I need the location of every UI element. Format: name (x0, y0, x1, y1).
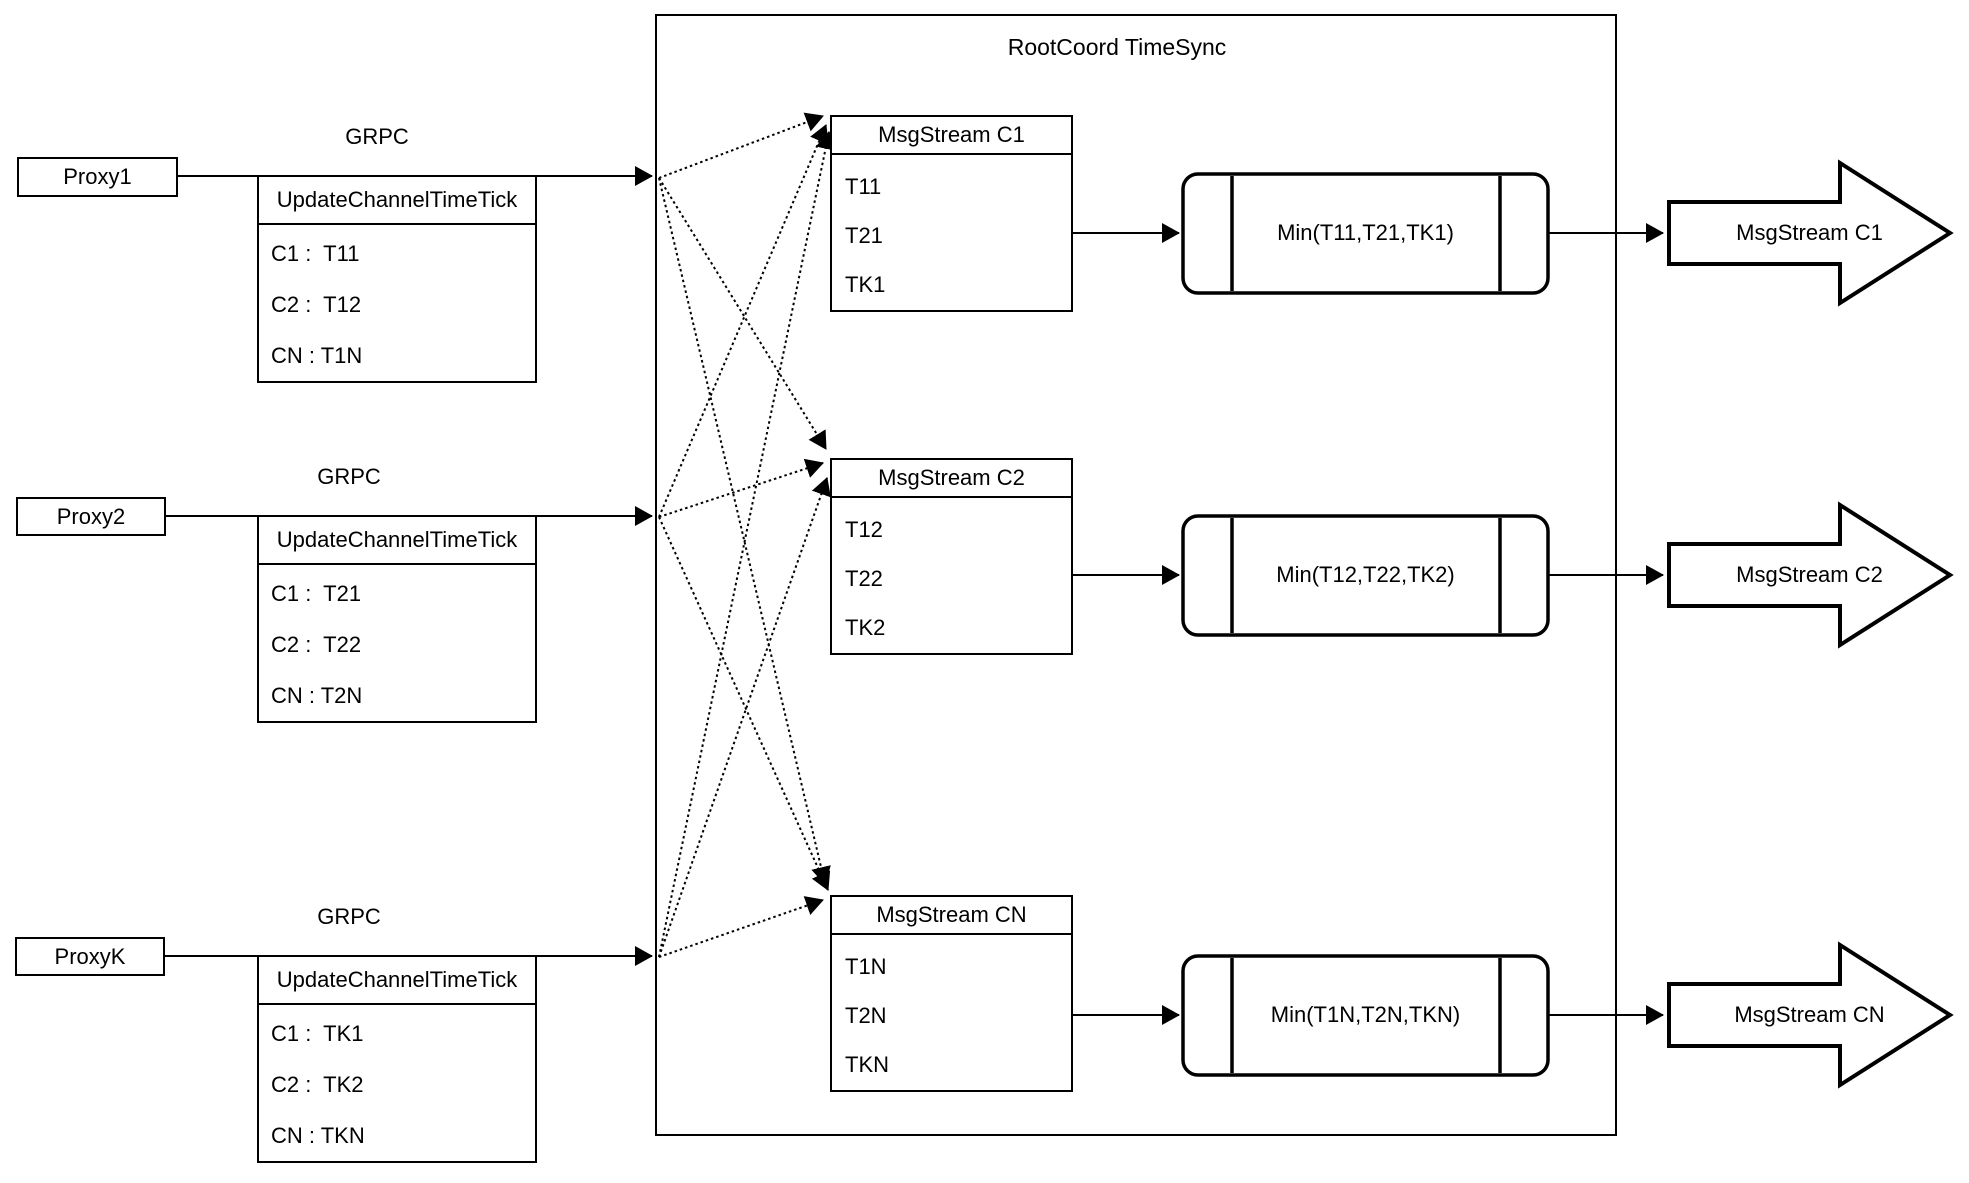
proxyk-timetick-header: UpdateChannelTimeTick (259, 957, 535, 1005)
proxyk-label: ProxyK (54, 943, 126, 969)
timetick-dispatch-arrows (658, 112, 836, 958)
grpc-label-proxy2: GRPC (317, 464, 381, 489)
msgstream-cn-table: MsgStream CN T1N T2N TKN (830, 895, 1073, 1092)
proxyk-timetick-table: UpdateChannelTimeTick C1 : TK1 C2 : TK2 … (257, 955, 537, 1163)
min-to-output-arrows (1548, 223, 1664, 1025)
table-row: C2 : TK2 (271, 1071, 364, 1097)
output-label-c1: MsgStream C1 (1736, 220, 1883, 245)
proxy2-box: Proxy2 (16, 497, 166, 536)
table-row: T21 (845, 222, 883, 248)
table-row: T12 (845, 516, 883, 542)
table-row: T11 (845, 173, 882, 199)
dotted-arrow-p1-c2 (658, 177, 827, 450)
table-row: C1 : TK1 (271, 1020, 364, 1046)
min-label-c1: Min(T11,T21,TK1) (1277, 220, 1454, 245)
dotted-arrow-p2-cn (658, 516, 831, 891)
block-arrow-cn (1667, 941, 1954, 1089)
min-box-c1 (1181, 172, 1550, 295)
proxy1-label: Proxy1 (63, 164, 132, 189)
grpc-label-proxyk: GRPC (317, 904, 381, 929)
table-row: C1 : T21 (271, 580, 362, 606)
proxy2-label: Proxy2 (56, 503, 126, 529)
min-label-c2: Min(T12,T22,TK2) (1276, 562, 1455, 587)
proxyk-box: ProxyK (15, 937, 165, 976)
block-arrow-c2 (1667, 501, 1954, 649)
grpc-label-proxy1: GRPC (345, 124, 409, 149)
dotted-arrow-p2-c2 (658, 458, 824, 518)
dotted-arrow-p1-c1 (658, 112, 824, 179)
msgstream-cn-header: MsgStream CN (832, 897, 1071, 935)
msgstream-c2-header: MsgStream C2 (832, 460, 1071, 498)
proxy2-timetick-header: UpdateChannelTimeTick (259, 517, 535, 565)
table-row: CN : T2N (271, 682, 363, 708)
proxy1-box: Proxy1 (17, 157, 178, 197)
output-label-c2: MsgStream C2 (1736, 562, 1883, 587)
msgstream-c1-header: MsgStream C1 (832, 117, 1071, 155)
table-row: C1 : T11 (271, 240, 360, 266)
proxy1-timetick-table: UpdateChannelTimeTick C1 : T11 C2 : T12 … (257, 175, 537, 383)
stream-to-min-arrows (1073, 223, 1180, 1025)
min-label-cn: Min(T1N,T2N,TKN) (1270, 1002, 1461, 1027)
table-row: CN : TKN (271, 1122, 365, 1148)
min-box-cn (1181, 954, 1550, 1077)
msgstream-c1-table: MsgStream C1 T11 T21 TK1 (830, 115, 1073, 312)
dotted-arrow-pk-c2 (658, 477, 831, 958)
table-row: T2N (845, 1002, 887, 1028)
table-row: C2 : T12 (271, 291, 362, 317)
output-label-cn: MsgStream CN (1734, 1002, 1885, 1027)
proxy2-timetick-table: UpdateChannelTimeTick C1 : T21 C2 : T22 … (257, 515, 537, 723)
table-row: C2 : T22 (271, 631, 362, 657)
msgstream-c2-table: MsgStream C2 T12 T22 TK2 (830, 458, 1073, 655)
min-box-c2 (1181, 514, 1550, 637)
min-process-boxes (1181, 172, 1550, 1077)
table-row: T22 (845, 565, 883, 591)
table-row: TK2 (845, 614, 886, 640)
proxy1-timetick-header: UpdateChannelTimeTick (259, 177, 535, 225)
dotted-arrow-pk-cn (658, 896, 824, 958)
block-arrow-c1 (1667, 159, 1954, 307)
output-block-arrows (1667, 159, 1954, 1089)
table-row: CN : T1N (271, 342, 363, 368)
table-row: TKN (845, 1051, 889, 1077)
table-row: TK1 (845, 271, 886, 297)
table-row: T1N (845, 953, 887, 979)
rootcoord-title: RootCoord TimeSync (1007, 34, 1227, 60)
